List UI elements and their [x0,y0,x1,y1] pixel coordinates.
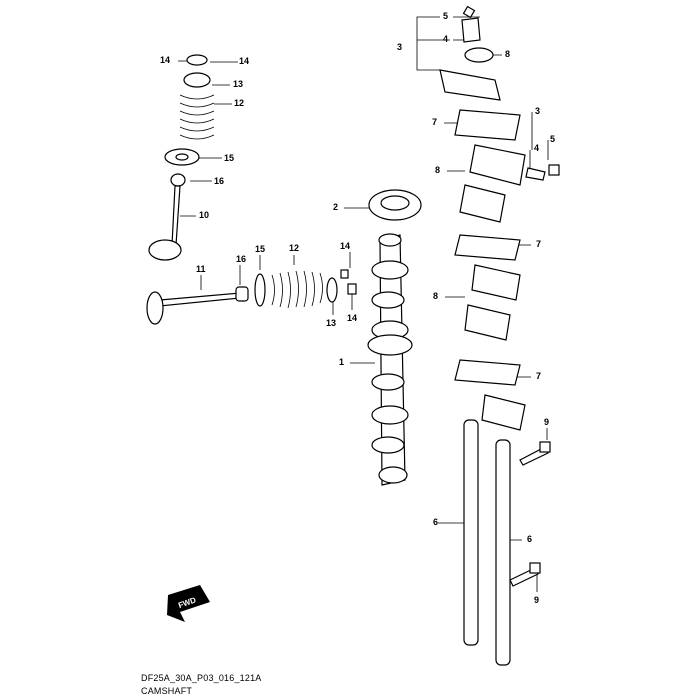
callout-number: 12 [289,243,299,253]
callout-number: 5 [443,11,448,21]
callout-number: 1 [339,357,344,367]
callout-number: 14 [239,56,249,66]
callout-number: 7 [432,117,437,127]
callout-number: 14 [160,55,170,65]
rocker-arms [439,5,560,587]
callout-number: 16 [214,176,224,186]
callout-number: 15 [224,153,234,163]
callout-number: 10 [199,210,209,220]
callout-number: 16 [236,254,246,264]
callout-number: 13 [233,79,243,89]
callout-number: 8 [505,49,510,59]
rocker-shafts [463,419,511,666]
leader-lines [178,16,549,592]
callout-number: 15 [255,244,265,254]
callout-number: 7 [536,371,541,381]
callout-number: 9 [544,417,549,427]
diagram-code: DF25A_30A_P03_016_121A [141,673,262,683]
valve-lower-group [146,269,357,325]
callout-number: 14 [347,313,357,323]
callout-number: 3 [397,42,402,52]
callout-labels: 5 4 3 8 14 14 13 12 7 3 5 4 15 8 16 2 10… [160,11,555,605]
callout-number: 8 [433,291,438,301]
callout-number: 11 [196,264,206,274]
diagram-title: CAMSHAFT [141,686,193,696]
callout-number: 6 [433,517,438,527]
callout-number: 3 [535,106,540,116]
fwd-arrow-icon: FWD [167,585,210,622]
callout-number: 4 [534,143,539,153]
valve-upper-group [148,54,215,261]
callout-number: 7 [536,239,541,249]
callout-number: 6 [527,534,532,544]
callout-number: 13 [326,318,336,328]
callout-number: 5 [550,134,555,144]
callout-number: 14 [340,241,350,251]
callout-number: 2 [333,202,338,212]
callout-number: 8 [435,165,440,175]
callout-number: 12 [234,98,244,108]
camshaft [367,233,413,486]
callout-number: 9 [534,595,539,605]
callout-number: 4 [443,34,448,44]
